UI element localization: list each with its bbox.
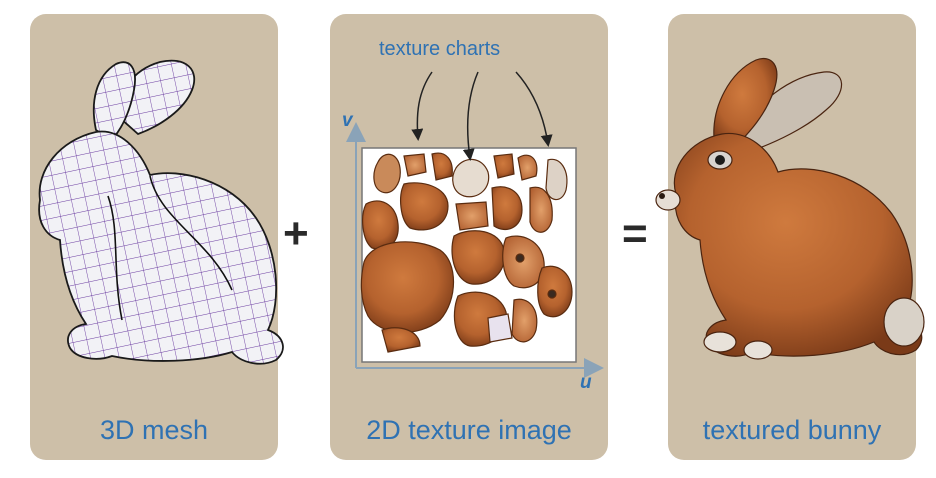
mesh-bunny: [38, 59, 284, 365]
mesh-seams: [107, 175, 233, 321]
mesh-caption: 3D mesh: [99, 415, 209, 445]
result-caption: textured bunny: [702, 415, 882, 445]
axis-u-label: u: [580, 372, 592, 393]
plus-operator: +: [283, 209, 309, 258]
texture-image: [346, 71, 604, 378]
texture-chart-patches: [360, 152, 573, 353]
textured-bunny: [655, 57, 925, 360]
axis-v-label: v: [342, 110, 353, 131]
texture-caption: 2D texture image: [366, 415, 572, 445]
texture-charts-label: texture charts: [379, 38, 501, 60]
equals-operator: =: [622, 209, 648, 258]
